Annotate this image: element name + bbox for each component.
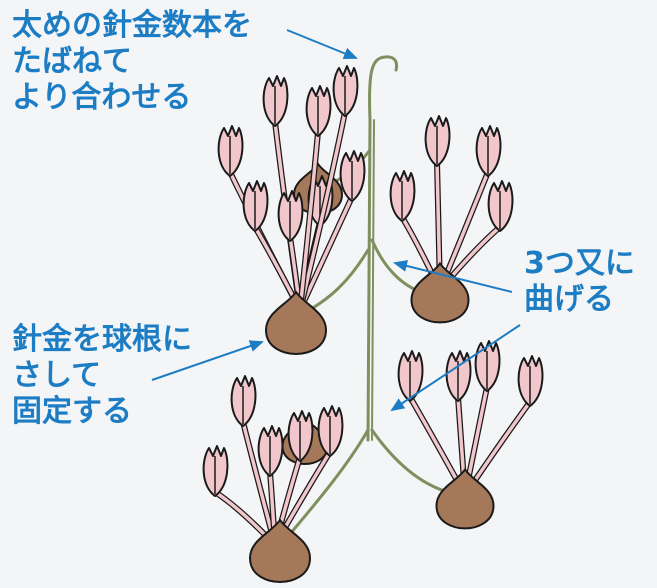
wire-main (366, 118, 372, 442)
bulb-upper-left (264, 290, 328, 356)
arrow-right-2 (390, 324, 521, 412)
arrows (151, 29, 521, 412)
label-line: 3つ又に (524, 246, 635, 281)
label-line: 固定する (12, 394, 132, 429)
arrow-right-1 (393, 260, 513, 293)
label-line: 針金を球根に (12, 322, 192, 357)
crocus-flower (297, 85, 332, 313)
arrow-top (286, 29, 358, 60)
bulb-lower-left (248, 518, 312, 584)
label-line: 太めの針金数本を (12, 8, 252, 43)
arrow-left (151, 340, 264, 381)
label-line: 曲げる (524, 282, 614, 317)
wire-lower-left (283, 428, 370, 542)
bulb-lower-right (435, 467, 495, 530)
wire-main-2 (371, 119, 375, 441)
wire-hook (368, 55, 399, 122)
label-pierce-bulb: 針金を球根に さして 固定する (12, 322, 192, 430)
label-line: たばねて (12, 44, 132, 79)
label-line: さして (12, 358, 102, 393)
crocus-flower (297, 65, 359, 313)
bulb-upper-right (410, 261, 470, 324)
crocus-flower (297, 150, 366, 313)
label-line: より合わせる (12, 80, 192, 115)
label-bend-three-ways: 3つ又に 曲げる (524, 246, 635, 318)
label-twist-wires: 太めの針金数本を たばねて より合わせる (12, 8, 252, 116)
